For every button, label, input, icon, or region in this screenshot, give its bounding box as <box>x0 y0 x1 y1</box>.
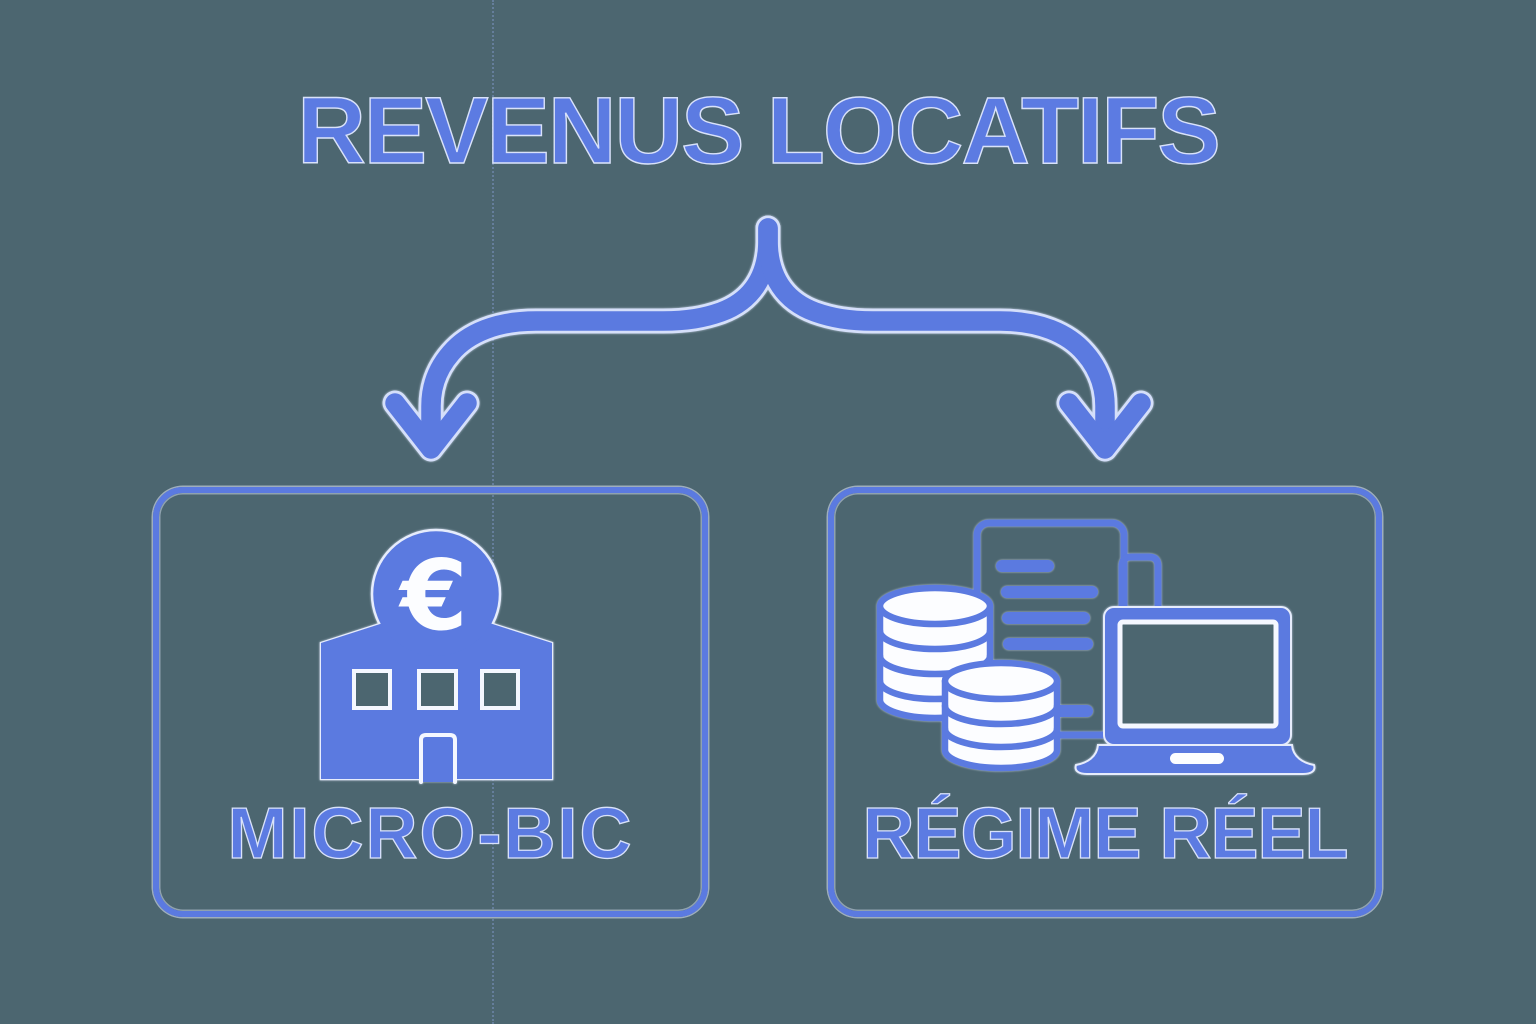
branch-label-micro-bic: MICRO-BIC <box>227 794 634 874</box>
branch-card-micro-bic: MICRO-BIC <box>153 487 708 917</box>
branch-arrows-icon <box>382 215 1154 462</box>
branch-label-regime-reel: RÉGIME RÉEL <box>862 794 1349 874</box>
diagram-title: REVENUS LOCATIFS <box>297 78 1222 184</box>
branch-card-regime-reel: RÉGIME RÉEL <box>828 487 1382 917</box>
arrow-right <box>758 218 1151 459</box>
vertical-dotted-guide-line <box>492 0 494 1024</box>
arrow-left <box>385 218 778 459</box>
